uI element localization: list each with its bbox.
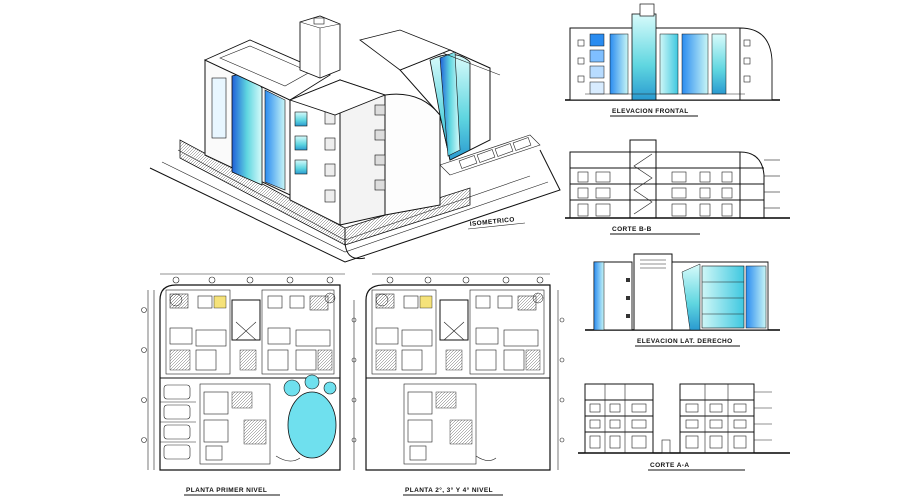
front-elevation-label: ELEVACION FRONTAL <box>612 108 689 115</box>
parking-stalls <box>160 384 196 460</box>
side-elevation-label: ELEVACION LAT. DERECHO <box>637 338 733 345</box>
section-b-floors <box>570 167 764 201</box>
plan-typical-levels-label: PLANTA 2°, 3° Y 4° NIVEL <box>405 486 493 494</box>
plan-typical-grid <box>372 273 565 470</box>
section-b-view: CORTE B-B <box>565 139 790 235</box>
isometric-label: ISOMETRICO <box>469 216 515 228</box>
section-a-view: CORTE A-A <box>578 383 790 471</box>
building-right-wing <box>359 29 501 161</box>
section-a-label: CORTE A-A <box>650 462 689 469</box>
floor-plan-typical-levels: PLANTA 2°, 3° Y 4° NIVEL <box>365 273 565 496</box>
front-elevation-view: ELEVACION FRONTAL <box>565 3 780 117</box>
plan-first-level-label: PLANTA PRIMER NIVEL <box>186 487 267 494</box>
rooftop-tank <box>299 15 341 79</box>
parking-cars <box>439 134 541 176</box>
isometric-title: ISOMETRICO <box>467 216 526 230</box>
swimming-pool <box>275 374 337 462</box>
isometric-view: ISOMETRICO <box>149 15 561 263</box>
section-b-label: CORTE B-B <box>612 226 652 233</box>
building-center-block <box>288 79 441 226</box>
plan-first-grid <box>141 273 345 470</box>
floor-plan-first-level: PLANTA PRIMER NIVEL <box>141 273 357 496</box>
side-elevation-view: ELEVACION LAT. DERECHO <box>585 253 780 347</box>
